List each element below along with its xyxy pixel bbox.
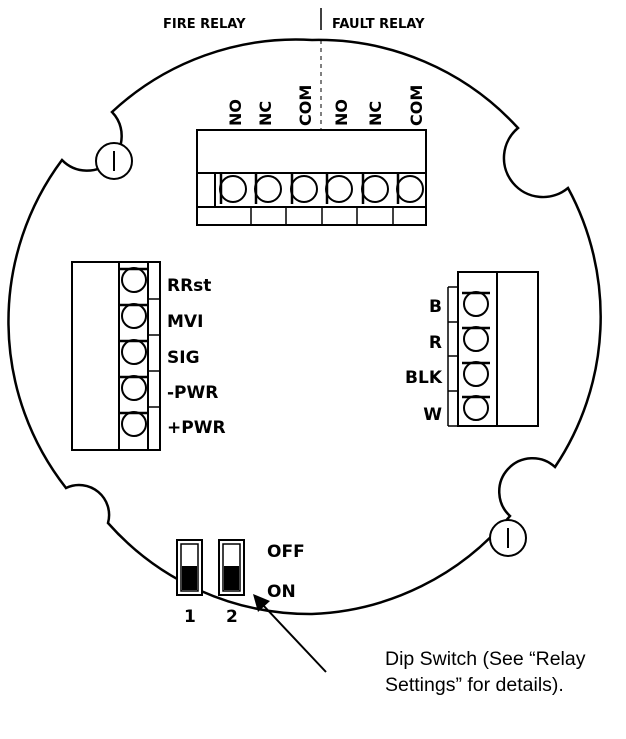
terminal-screw (120, 339, 148, 365)
terminal-label: SIG (167, 348, 200, 368)
terminal-screw (325, 174, 353, 204)
terminal-screw (120, 375, 148, 401)
terminal-label: BLK (405, 368, 443, 388)
left-terminal-labels: RRst MVI SIG -PWR +PWR (167, 276, 226, 438)
terminal-screw (120, 303, 148, 329)
dip-off-label: OFF (267, 542, 305, 562)
relay-screws (219, 174, 424, 204)
relay-pin-labels: NO NC COM NO NC COM (226, 85, 426, 126)
fault-relay-label: FAULT RELAY (332, 17, 425, 32)
terminal-screw (361, 174, 389, 204)
relay-pin-label: NO (332, 99, 351, 126)
dip-switch-2-lever (224, 566, 239, 590)
right-terminal-block (447, 271, 539, 427)
callout-line-2: Settings” for details). (385, 674, 564, 696)
terminal-label: -PWR (167, 383, 218, 403)
terminal-label: MVI (167, 312, 203, 332)
dip-switch[interactable] (176, 539, 245, 596)
relay-pin-label: NC (256, 101, 275, 126)
relay-pin-label: NO (226, 99, 245, 126)
board-outline (7, 38, 602, 616)
terminal-screw (290, 174, 318, 204)
terminal-screw (396, 174, 424, 204)
right-screws (462, 291, 490, 421)
fire-relay-label: FIRE RELAY (163, 17, 246, 32)
terminal-label: R (429, 333, 442, 353)
dip-switch-number: 1 (184, 607, 196, 627)
dip-switch-number: 2 (226, 607, 238, 627)
relay-pin-label: COM (296, 85, 315, 126)
terminal-screw (219, 174, 247, 204)
terminal-screw (462, 395, 490, 421)
dip-switch-callout: Dip Switch (See “Relay Settings” for det… (385, 646, 625, 698)
terminal-screw (462, 326, 490, 352)
relay-pin-label: NC (366, 101, 385, 126)
callout-arrow (253, 594, 327, 673)
mounting-hole-bottom-right (489, 519, 527, 557)
callout-line-1: Dip Switch (See “Relay (385, 648, 586, 670)
mounting-hole-top-left (95, 142, 133, 180)
relay-pin-label: COM (407, 85, 426, 126)
terminal-screw (462, 291, 490, 317)
dip-switch-1-lever (182, 566, 197, 590)
terminal-screw (120, 411, 148, 437)
terminal-label: B (429, 297, 442, 317)
terminal-label: RRst (167, 276, 211, 296)
terminal-label: W (423, 405, 442, 425)
dip-on-label: ON (267, 582, 296, 602)
terminal-screw (254, 174, 282, 204)
terminal-label: +PWR (167, 418, 226, 438)
terminal-screw (120, 267, 148, 293)
terminal-screw (462, 361, 490, 387)
left-screws (120, 267, 148, 437)
right-terminal-labels: B R BLK W (405, 297, 443, 425)
